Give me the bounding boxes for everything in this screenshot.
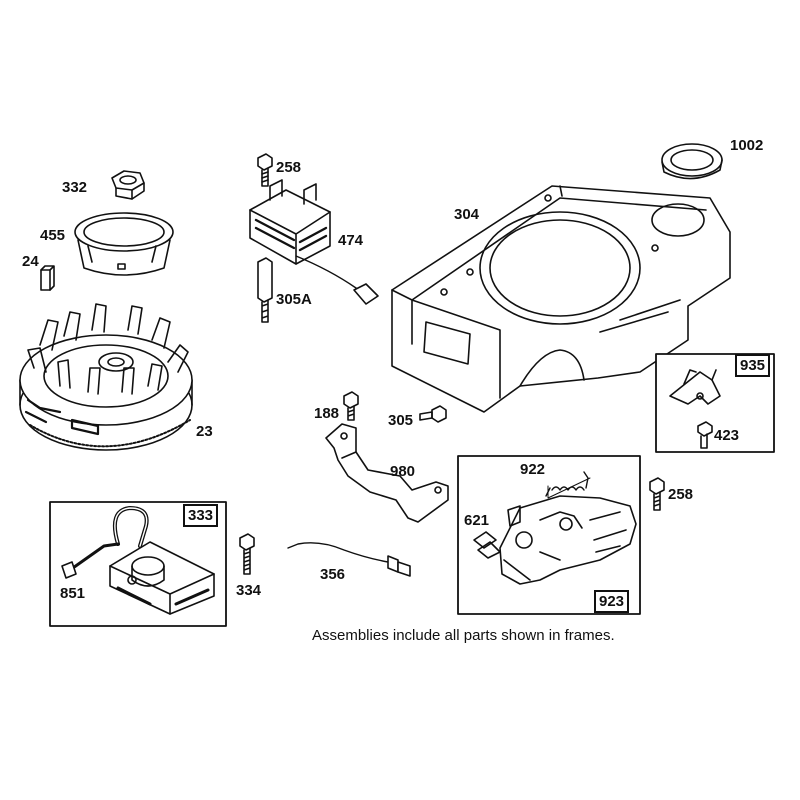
label-455: 455 [40,227,66,244]
label-356: 356 [320,566,346,583]
label-922: 922 [520,461,546,478]
bolt-334 [239,533,255,575]
stud-305a [257,257,273,323]
label-258-upper: 258 [276,159,302,176]
frame-923 [457,455,641,615]
label-935: 935 [735,354,771,377]
label-851: 851 [60,585,86,602]
blower-housing-304 [391,185,731,413]
bolt-258-right [649,477,665,511]
armature-474 [249,179,379,305]
cup-455 [74,212,174,276]
label-24: 24 [22,253,39,270]
label-23: 23 [196,423,213,440]
label-923: 923 [594,590,630,613]
label-305: 305 [388,412,414,429]
label-1002: 1002 [730,137,764,154]
hex-nut-332 [111,170,145,200]
label-423: 423 [714,427,740,444]
ground-wire-356 [287,542,411,577]
bolt-258-upper [257,153,273,187]
bolt-188 [343,391,359,421]
label-305a: 305A [276,291,312,308]
label-188: 188 [314,405,340,422]
label-980: 980 [390,463,416,480]
label-332: 332 [62,179,88,196]
label-258-right: 258 [668,486,694,503]
label-621: 621 [464,512,490,529]
assembly-note: Assemblies include all parts shown in fr… [312,627,615,644]
label-334: 334 [236,582,262,599]
label-304: 304 [454,206,480,223]
flywheel-23 [19,303,193,451]
label-474: 474 [338,232,364,249]
bracket-980 [325,423,449,523]
label-333: 333 [183,504,219,527]
screw-305 [419,405,447,423]
grommet-1002 [661,143,723,180]
key-24 [40,265,55,291]
